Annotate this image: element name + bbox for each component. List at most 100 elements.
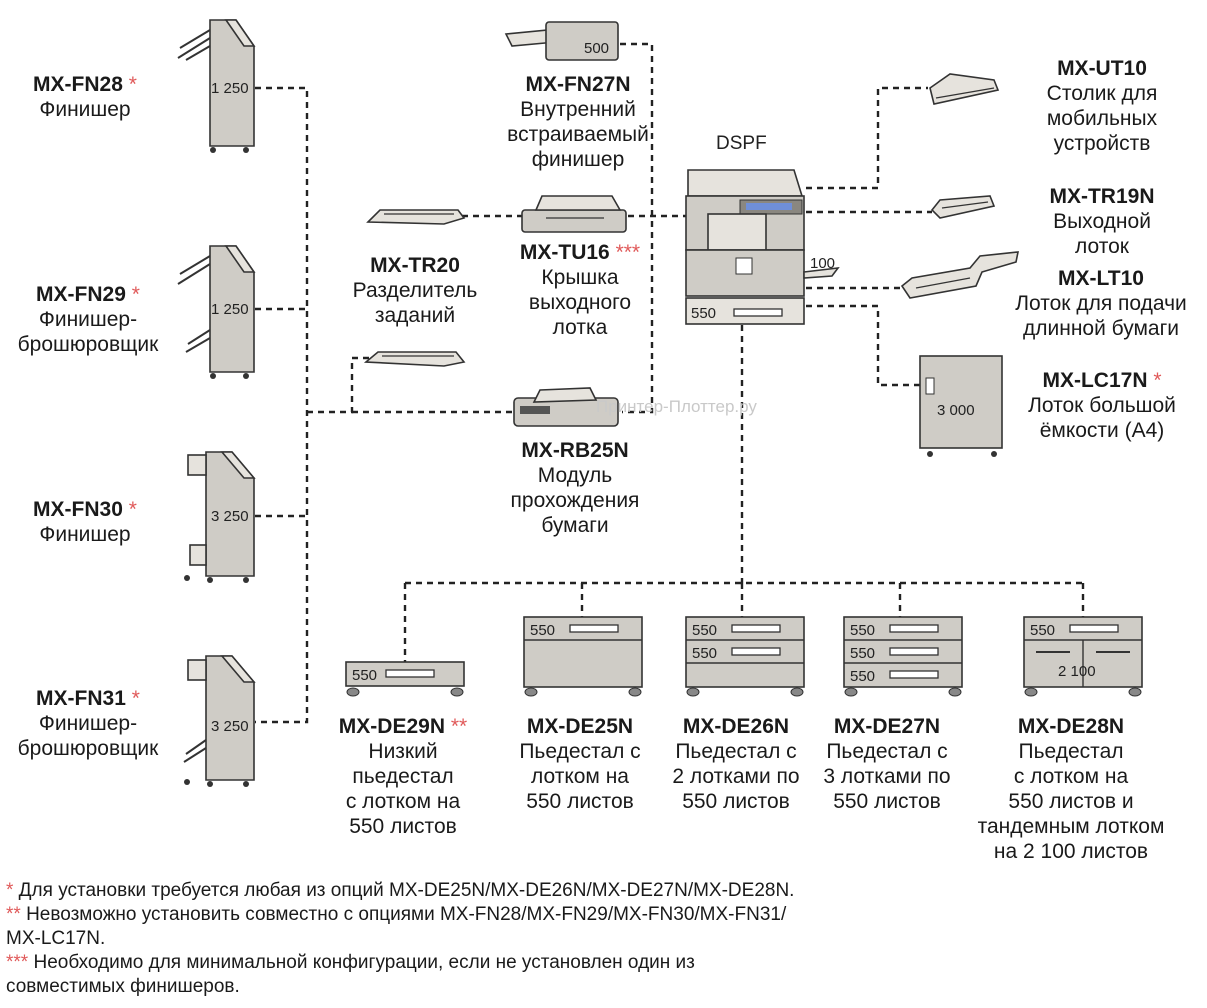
paper-pass-unit-mx-rb25n-device (513, 387, 619, 427)
option-code: MX-LT10 (1058, 267, 1144, 290)
option-description: Крышка выходного лотка (528, 266, 632, 339)
tray-capacity-label: 550 (352, 667, 377, 684)
tray-capacity-label: 550 (850, 645, 875, 662)
note-mark: * (6, 880, 14, 901)
label-mx-tu16: MX-TU16 *** Крышка выходного лотка (490, 240, 670, 340)
note-mark: *** (615, 241, 641, 264)
option-description: Низкий пьедестал с лотком на 550 листов (345, 740, 461, 838)
mfp-main-unit: 550 100 (685, 169, 840, 325)
tray-capacity-label: 550 (1030, 622, 1055, 639)
label-mx-fn30: MX-FN30 * Финишер (0, 497, 170, 547)
option-description: Финишер- брошюровщик (17, 712, 159, 760)
note-mark: * (128, 498, 137, 521)
option-code: MX-DE27N (833, 715, 941, 738)
option-description: Пьедестал с лотком на 550 листов и танде… (977, 740, 1165, 863)
footnote: ** Невозможно установить совместно с опц… (6, 903, 1106, 951)
option-description: Пьедестал с лотком на 550 листов (519, 740, 641, 813)
main-tray-capacity: 550 (691, 305, 716, 322)
tray-capacity-label: 550 (850, 668, 875, 685)
mobile-table-mx-ut10-device (929, 73, 1000, 105)
bypass-tray-capacity: 100 (810, 255, 835, 272)
option-description: Выходной лоток (1053, 210, 1151, 258)
large-capacity-tray-mx-lc17n-device: 3 000 (919, 355, 1003, 457)
option-description: Пьедестал с 3 лотками по 550 листов (823, 740, 951, 813)
option-code: MX-RB25N (521, 439, 629, 462)
tray-capacity-label: 2 100 (1058, 663, 1096, 680)
note-mark: * (131, 687, 140, 710)
pedestal-mx-de28n-device: 550 2 100 (1023, 616, 1143, 697)
option-code: MX-TR19N (1049, 185, 1155, 208)
note-mark: *** (6, 952, 29, 973)
option-code: MX-FN30 (33, 498, 123, 521)
label-mx-rb25n: MX-RB25N Модуль прохождения бумаги (480, 438, 670, 538)
option-description: Столик для мобильных устройств (1046, 82, 1158, 155)
long-paper-tray-mx-lt10-device (900, 251, 1019, 299)
label-mx-de25n: MX-DE25N Пьедестал с лотком на 550 листо… (494, 714, 666, 814)
control-panel-screen (746, 203, 792, 210)
option-code: MX-DE25N (526, 715, 634, 738)
footnote-text: Для установки требуется любая из опций M… (13, 880, 795, 901)
option-code: MX-FN29 (36, 283, 126, 306)
option-code: MX-DE28N (1017, 715, 1125, 738)
tray-capacity-label: 550 (692, 645, 717, 662)
option-description: Финишер (39, 523, 131, 546)
inner-finisher-mx-fn27n-device: 500 (504, 21, 619, 61)
watermark: Принтер-Плоттер.ру (596, 397, 757, 416)
option-code: MX-LC17N (1042, 369, 1148, 392)
option-description: Лоток большой ёмкости (A4) (1028, 394, 1176, 442)
option-code: MX-UT10 (1057, 57, 1147, 80)
option-description: Разделитель заданий (352, 279, 478, 327)
option-description: Финишер- брошюровщик (17, 308, 159, 356)
note-mark: ** (450, 715, 468, 738)
label-mx-fn29: MX-FN29 * Финишер- брошюровщик (0, 282, 176, 357)
note-mark: * (1153, 369, 1162, 392)
finisher-mx-fn29-device: 1 250 (177, 245, 256, 379)
pedestal-mx-de27n-device: 550 550 550 (843, 616, 963, 697)
job-separator-upper-device (363, 351, 466, 367)
capacity-label: 1 250 (211, 301, 249, 318)
option-code: MX-FN31 (36, 687, 126, 710)
footnote: *** Необходимо для минимальной конфигура… (6, 951, 1106, 999)
footnote-text: Невозможно установить совместно с опциям… (6, 904, 787, 949)
label-mx-de29n: MX-DE29N ** Низкий пьедестал с лотком на… (318, 714, 488, 839)
exit-tray-mx-tr19n-device (930, 195, 996, 219)
capacity-label: 3 250 (211, 508, 249, 525)
output-tray-cover-mx-tu16-device (521, 195, 627, 233)
label-mx-de28n: MX-DE28N Пьедестал с лотком на 550 листо… (960, 714, 1182, 864)
label-mx-lt10: MX-LT10 Лоток для подачи длинной бумаги (996, 266, 1206, 341)
option-description: Пьедестал с 2 лотками по 550 листов (672, 740, 800, 813)
connection-lines (255, 42, 1085, 724)
note-mark: ** (6, 904, 21, 925)
finisher-mx-fn31-device: 3 250 (183, 655, 256, 787)
note-mark: * (128, 73, 137, 96)
finisher-mx-fn28-device: 1 250 (177, 19, 256, 153)
finisher-mx-fn30-device: 3 250 (184, 451, 256, 583)
label-mx-de27n: MX-DE27N Пьедестал с 3 лотками по 550 ли… (814, 714, 960, 814)
option-description: Лоток для подачи длинной бумаги (1015, 292, 1187, 340)
footnotes: * Для установки требуется любая из опций… (6, 879, 1106, 999)
footnote-text: Необходимо для минимальной конфигурации,… (6, 952, 695, 997)
option-code: MX-DE26N (682, 715, 790, 738)
option-description: Модуль прохождения бумаги (510, 464, 640, 537)
capacity-label: 3 250 (211, 718, 249, 735)
pedestal-mx-de26n-device: 550 550 (685, 616, 805, 697)
label-mx-lc17n: MX-LC17N * Лоток большой ёмкости (A4) (1004, 368, 1200, 443)
tray-capacity-label: 550 (692, 622, 717, 639)
label-mx-tr19n: MX-TR19N Выходной лоток (1010, 184, 1194, 259)
pedestal-mx-de25n-device: 550 (523, 616, 643, 697)
option-description: Внутренний встраиваемый финишер (507, 98, 649, 171)
label-mx-ut10: MX-UT10 Столик для мобильных устройств (1010, 56, 1194, 156)
option-code: MX-FN27N (525, 73, 631, 96)
option-code: MX-FN28 (33, 73, 123, 96)
option-code: MX-TR20 (370, 254, 460, 277)
label-mx-tr20: MX-TR20 Разделитель заданий (330, 253, 500, 328)
tray-capacity-label: 550 (850, 622, 875, 639)
option-code: MX-TU16 (519, 241, 610, 264)
label-mx-fn28: MX-FN28 * Финишер (0, 72, 170, 122)
option-description: Финишер (39, 98, 131, 121)
label-mx-fn27n: MX-FN27N Внутренний встраиваемый финишер (468, 72, 688, 172)
job-separator-mx-tr20-device (366, 209, 466, 225)
dspf-label: DSPF (716, 133, 767, 154)
tray-capacity-label: 550 (530, 622, 555, 639)
